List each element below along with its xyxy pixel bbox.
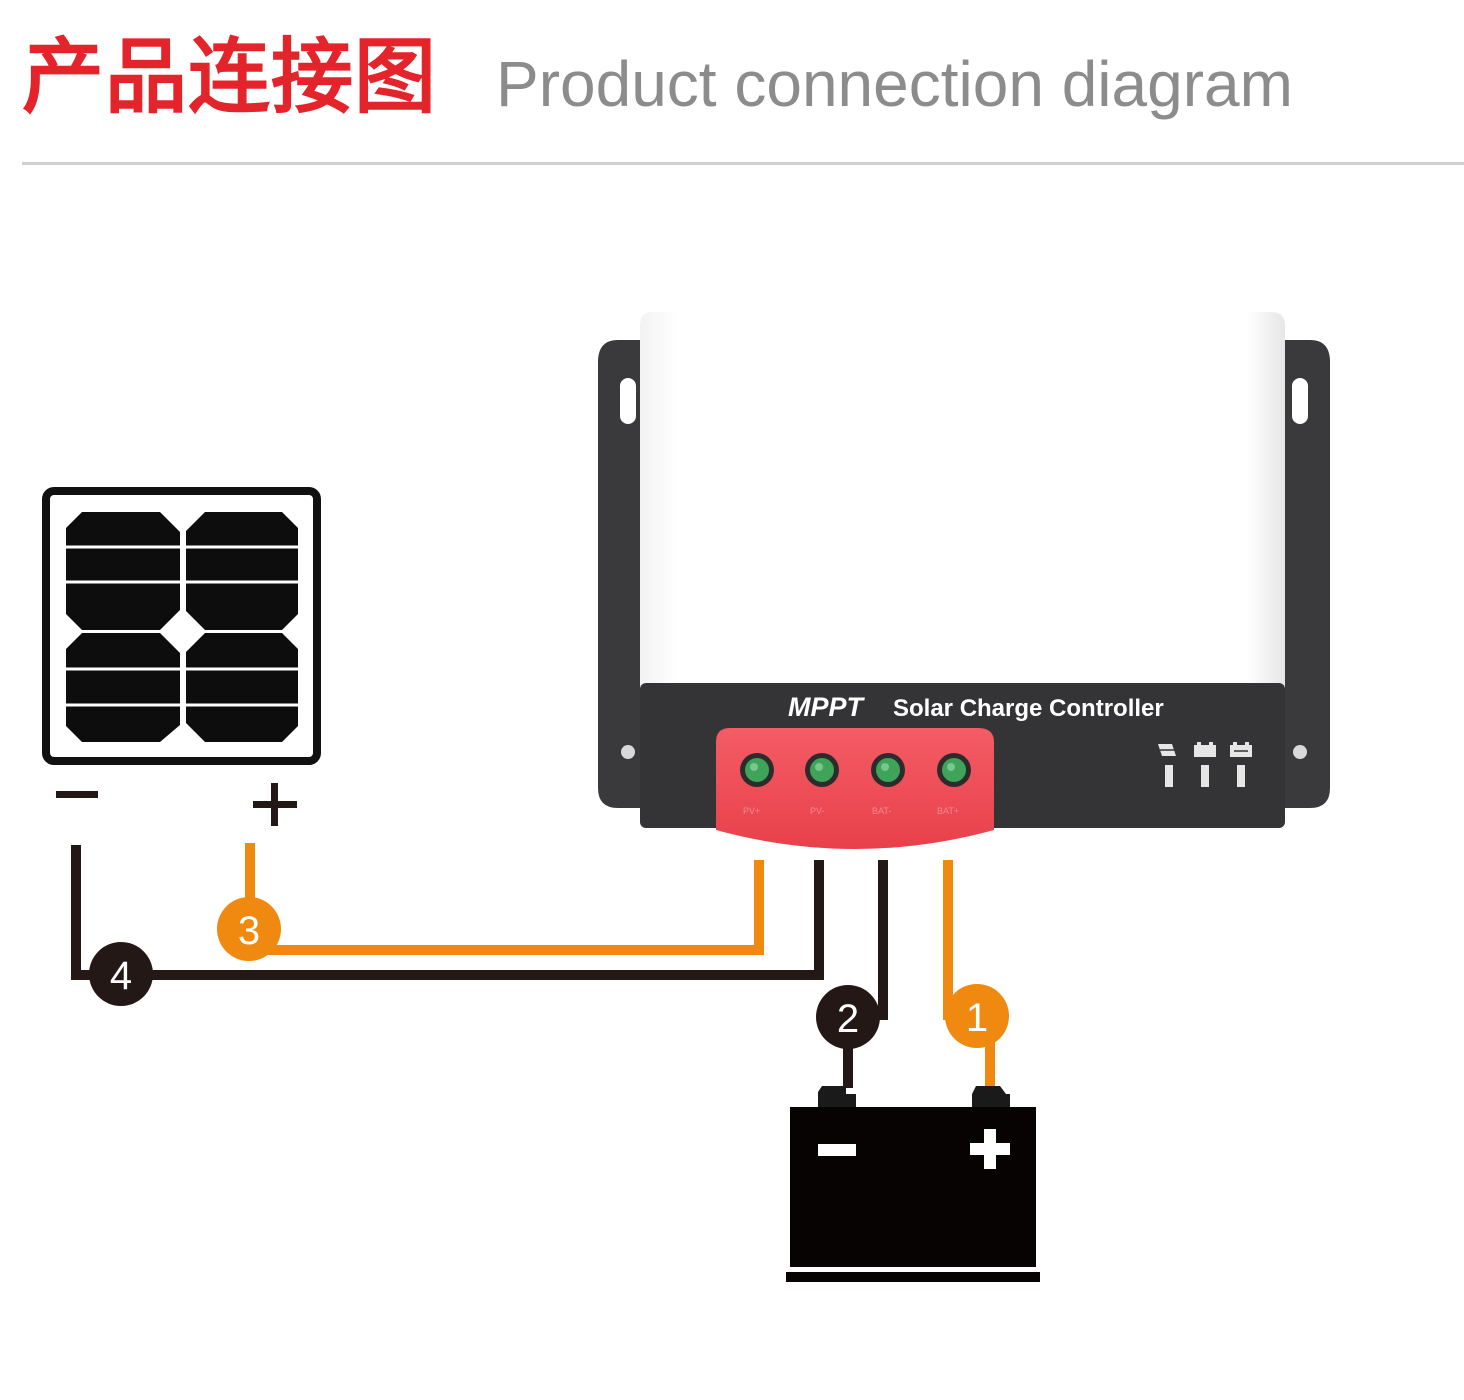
load-indicator-icon xyxy=(1230,742,1252,787)
mounting-hole xyxy=(621,745,635,759)
solar-cell xyxy=(66,633,180,742)
step-badge-1: 1 xyxy=(945,984,1009,1048)
header: 产品连接图 Product connection diagram xyxy=(0,0,1464,170)
mounting-slot xyxy=(1292,378,1308,424)
terminal-label: BAT+ xyxy=(937,806,959,816)
solar-cell xyxy=(186,633,298,742)
controller-cover xyxy=(640,312,1285,690)
terminal-screw xyxy=(805,753,839,787)
terminal-screw xyxy=(740,753,774,787)
battery xyxy=(786,1086,1040,1282)
battery-negative-symbol xyxy=(818,1144,856,1156)
solar-cell xyxy=(186,512,298,630)
solar-panel xyxy=(42,487,321,826)
battery-indicator-icon xyxy=(1194,742,1216,787)
mounting-hole xyxy=(1293,745,1307,759)
controller-brand-label: MPPT xyxy=(788,692,866,722)
svg-text:1: 1 xyxy=(966,996,988,1040)
wire-pv-negative xyxy=(71,845,824,980)
solar-charge-controller: MPPT Solar Charge Controller PV+ PV- BAT… xyxy=(598,312,1330,849)
battery-positive-post xyxy=(972,1086,1010,1108)
svg-text:4: 4 xyxy=(110,954,132,998)
mounting-slot xyxy=(620,378,636,424)
page-title-chinese: 产品连接图 xyxy=(22,30,438,125)
terminal-label: BAT- xyxy=(872,806,891,816)
solar-panel-negative-symbol xyxy=(56,791,98,798)
mounting-bracket xyxy=(598,340,640,808)
battery-body xyxy=(790,1107,1036,1267)
battery-base-line xyxy=(786,1272,1040,1282)
terminal-label: PV- xyxy=(810,806,825,816)
svg-text:2: 2 xyxy=(837,997,859,1041)
page-title-english: Product connection diagram xyxy=(496,48,1293,120)
battery-negative-post xyxy=(818,1086,856,1108)
terminal-screw xyxy=(937,753,971,787)
header-divider xyxy=(22,162,1464,165)
terminal-block xyxy=(716,728,994,849)
step-badge-4: 4 xyxy=(89,942,153,1006)
terminal-screw xyxy=(871,753,905,787)
controller-product-label: Solar Charge Controller xyxy=(893,695,1164,722)
battery-positive-symbol xyxy=(970,1129,1010,1169)
terminal-label: PV+ xyxy=(743,806,760,816)
step-badge-2: 2 xyxy=(816,985,880,1049)
solar-indicator-icon xyxy=(1158,744,1176,787)
step-badge-3: 3 xyxy=(217,897,281,961)
solar-cell xyxy=(66,512,180,630)
solar-panel-positive-symbol xyxy=(253,783,297,826)
svg-text:3: 3 xyxy=(238,909,260,953)
wire-battery-negative xyxy=(843,860,888,1088)
wire-pv-positive xyxy=(245,843,764,955)
wires xyxy=(71,843,995,1088)
wire-battery-positive xyxy=(943,860,995,1088)
